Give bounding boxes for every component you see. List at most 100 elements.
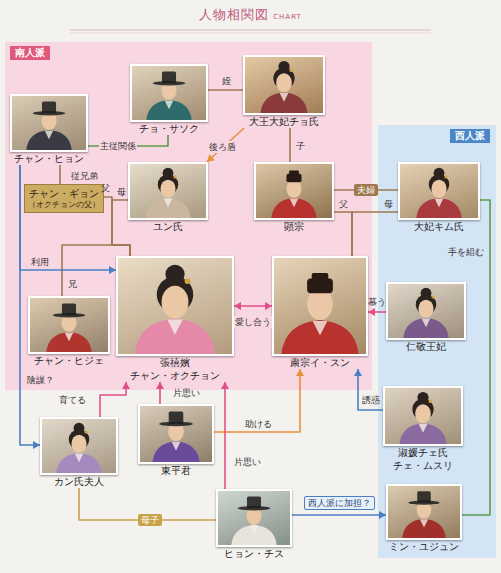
- person-name: ミン・ユジュン: [389, 540, 459, 553]
- relation-label: 育てる: [58, 394, 87, 406]
- relation-line: [207, 128, 244, 162]
- relation-label: 慕う: [367, 296, 387, 308]
- face: [162, 286, 189, 319]
- character-card: カン氏夫人: [40, 417, 118, 488]
- title-subword: CHART: [273, 13, 302, 21]
- face: [276, 73, 292, 92]
- robe: [152, 441, 199, 462]
- character-card: 東平君: [138, 404, 214, 477]
- title-bar: 人物相関図CHART: [0, 4, 501, 26]
- relation-label: 片思い: [172, 387, 201, 399]
- collar: [167, 319, 182, 334]
- person-name: 顕宗: [284, 220, 304, 233]
- collar: [422, 319, 431, 328]
- portrait-figure: [400, 164, 478, 218]
- label-holder: 姪: [221, 75, 232, 87]
- hat-brim: [238, 506, 270, 510]
- arrowhead: [207, 154, 215, 162]
- portrait-photo: [128, 162, 208, 220]
- relation-line: [59, 165, 61, 184]
- portrait-photo: [130, 64, 208, 122]
- collar: [250, 526, 259, 535]
- portrait-photo: [386, 484, 462, 540]
- portrait-photo: [243, 55, 325, 115]
- person-name: 東平君: [161, 464, 191, 477]
- relation-label: 夫婦: [354, 184, 378, 196]
- face: [307, 289, 333, 320]
- character-card: 淑媛チェ氏チェ・ムスリ: [383, 386, 463, 472]
- person-name: チョ・サソク: [139, 122, 199, 135]
- portrait-photo: [10, 94, 88, 152]
- label-holder: 手を組む: [447, 246, 485, 258]
- label-holder: 母子: [138, 514, 162, 526]
- relation-label: 西人派に加担？: [304, 496, 375, 510]
- arrowhead: [265, 302, 272, 310]
- title-rule: [70, 30, 431, 31]
- portrait-photo: [40, 417, 118, 475]
- arrowhead: [234, 302, 241, 310]
- character-card: チョ・サソク: [130, 64, 208, 135]
- robe: [260, 92, 307, 113]
- relation-label: 片思い: [233, 456, 262, 468]
- label-holder: 育てる: [58, 394, 87, 406]
- label-holder: 誘惑: [361, 394, 381, 406]
- hat-brim: [53, 313, 85, 317]
- character-card: ユン氏: [128, 162, 208, 233]
- arrowhead: [156, 382, 164, 389]
- hat-brim: [408, 501, 439, 505]
- person-name: ヒョン・チス: [224, 547, 284, 560]
- royal-cap-top: [289, 170, 299, 175]
- arrowhead: [354, 369, 362, 376]
- arrowhead: [368, 308, 375, 316]
- label-holder: 主従関係: [99, 140, 137, 152]
- faction-tag: 西人派: [450, 129, 490, 143]
- person-name: 仁敬王妃: [406, 340, 446, 353]
- hat-brim: [159, 422, 193, 426]
- relation-line: [292, 514, 386, 516]
- relation-line: [100, 382, 126, 417]
- character-card: 張禧嬪チャン・オクチョン: [116, 256, 234, 382]
- portrait-photo: [383, 386, 463, 446]
- face: [431, 180, 446, 198]
- arrowhead: [221, 382, 229, 389]
- collar: [75, 454, 84, 463]
- portrait-photo: [28, 296, 110, 354]
- label-holder: 兄: [67, 278, 78, 290]
- robe: [403, 318, 448, 338]
- person-name: 張禧嬪: [160, 356, 190, 369]
- robe: [145, 198, 190, 218]
- face: [286, 180, 301, 198]
- relation-label: 父: [338, 198, 349, 210]
- relation-line: [104, 197, 130, 256]
- label-holder: 愛し合う: [234, 316, 272, 328]
- region-fill: [5, 42, 372, 390]
- arrowhead: [33, 441, 40, 449]
- label-holder: 母: [116, 186, 127, 198]
- relation-line: [334, 212, 352, 256]
- label-holder: 父: [338, 198, 349, 210]
- name-box: チャン・ギョン（オクチョンの父）: [24, 184, 104, 213]
- portrait-figure: [274, 258, 366, 354]
- robe: [231, 525, 276, 545]
- relation-label: 助ける: [244, 418, 273, 430]
- label-holder: 夫婦: [354, 184, 378, 196]
- collar: [280, 93, 289, 102]
- label-holder: 陰謀？: [26, 374, 55, 386]
- collar: [435, 199, 444, 208]
- hair-ornament: [429, 400, 432, 403]
- portrait-photo: [386, 282, 466, 340]
- faction-region: 南人派チャン・ヒョンチョ・サソク大王大妃チョ氏ユン氏チャン・ギョン（オクチョンの…: [5, 42, 372, 390]
- relation-line: [208, 89, 243, 91]
- portrait-figure: [140, 406, 212, 462]
- arrowhead: [122, 382, 130, 389]
- face: [160, 180, 175, 198]
- collar: [172, 442, 181, 451]
- character-card: 大王大妃チョ氏: [243, 55, 325, 128]
- label-holder: 父: [100, 182, 111, 194]
- person-name: カン氏夫人: [54, 475, 104, 488]
- portrait-photo: [138, 404, 214, 464]
- character-card: 仁敬王妃: [386, 282, 466, 353]
- relation-line: [20, 165, 116, 270]
- portrait-figure: [132, 66, 206, 120]
- robe: [281, 320, 358, 354]
